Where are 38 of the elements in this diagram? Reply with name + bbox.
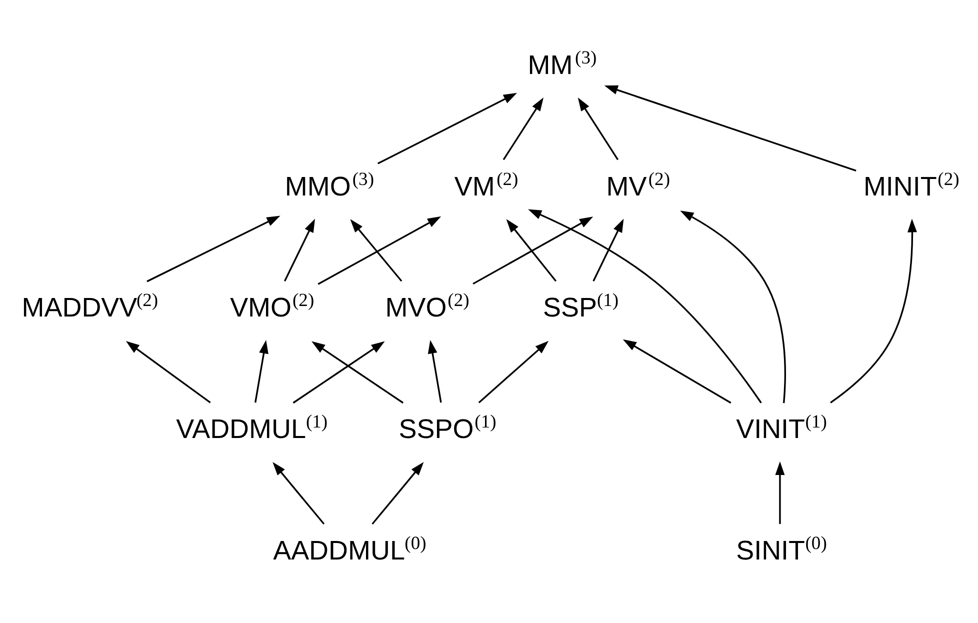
node-text: VINIT$^{(1)}$ — [736, 411, 827, 444]
node-text: VADDMUL$^{(1)}$ — [176, 411, 328, 444]
node-text: SSP$^{(1)}$ — [542, 290, 619, 322]
node-text: SINIT$^{(0)}$ — [736, 532, 827, 566]
node-text: VM$^{(2)}$ — [454, 168, 518, 201]
arrow — [372, 462, 424, 524]
arrow — [680, 210, 786, 403]
arrow — [146, 215, 280, 282]
arrow — [428, 340, 442, 402]
node-text: SSPO$^{(1)}$ — [398, 411, 496, 444]
node-text: VMO$^{(2)}$ — [230, 290, 314, 322]
arrow — [502, 97, 544, 160]
arrow — [830, 218, 917, 403]
arrow — [604, 84, 856, 171]
arrow — [622, 338, 732, 404]
arrow — [775, 460, 785, 524]
node-text: MM$^{(3)}$ — [528, 46, 597, 80]
arrow — [254, 340, 268, 402]
arrow — [472, 216, 594, 284]
arrow — [592, 218, 624, 281]
arrow — [528, 208, 762, 403]
node-text: MV$^{(2)}$ — [606, 168, 670, 201]
arrow — [506, 218, 557, 282]
arrow — [478, 340, 549, 403]
arrow — [292, 340, 385, 404]
arrow — [318, 216, 442, 284]
node-text: MINIT$^{(2)}$ — [863, 168, 960, 201]
arrow — [578, 97, 619, 160]
node-text: AADDMUL$^{(0)}$ — [273, 532, 426, 566]
arrow — [284, 218, 316, 281]
node-text: MVO$^{(2)}$ — [385, 290, 470, 322]
arrow — [126, 340, 211, 403]
arrow — [350, 218, 402, 282]
arrow — [377, 92, 518, 164]
node-text: MMO$^{(3)}$ — [284, 168, 374, 201]
node-text: MADDVV$^{(2)}$ — [22, 290, 158, 322]
arrow — [312, 340, 404, 404]
arrow — [272, 462, 325, 524]
